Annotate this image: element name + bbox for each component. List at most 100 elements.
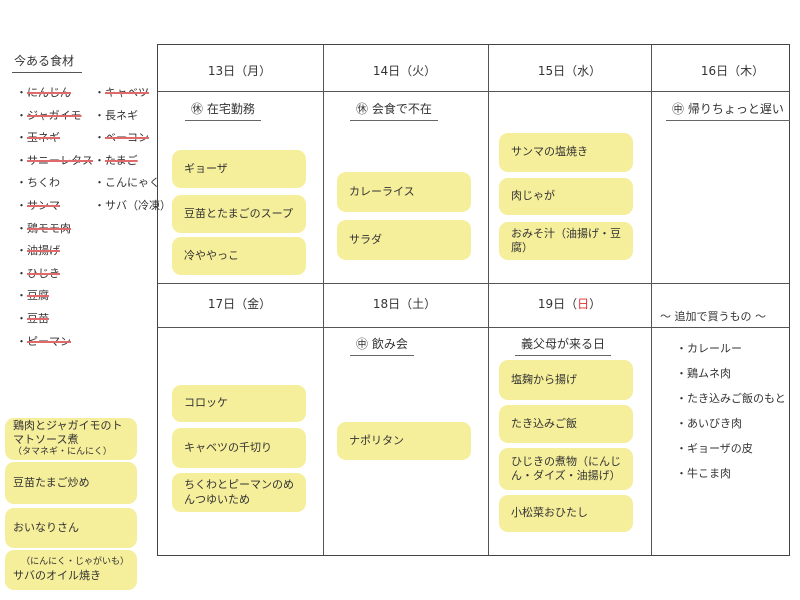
meal-card[interactable]: たき込みご飯: [499, 405, 633, 443]
day-event: ㊡ 会食で不在: [350, 100, 438, 121]
day-label: 18日（土）: [372, 297, 437, 311]
pantry-item-label: サニーレタス: [27, 153, 93, 167]
pantry-item-label: ベーコン: [105, 131, 149, 145]
meal-card[interactable]: ちくわとピーマンのめんつゆいため: [172, 473, 306, 512]
day-event: ㊥ 帰りちょっと遅い: [666, 100, 790, 121]
day-label: 16日（木）: [700, 64, 765, 78]
shopping-item: ・鶏ムネ肉: [676, 367, 731, 380]
meal-card[interactable]: 塩麹から揚げ: [499, 360, 633, 400]
shopping-item-label: 牛こま肉: [687, 467, 731, 480]
meal-text: ひじきの煮物（にんじん・ダイズ・油揚げ）: [511, 454, 621, 482]
meal-text: ちくわとピーマンのめんつゆいため: [184, 478, 294, 506]
shopping-item: ・ギョーザの皮: [676, 442, 753, 455]
meal-text: 鶏肉とジャガイモのトマトソース煮: [13, 418, 123, 447]
meal-text: サバのオイル焼き: [13, 568, 101, 582]
pantry-item: ・豆腐: [16, 289, 49, 303]
shopping-item-label: あいびき肉: [687, 417, 742, 430]
meal-text: 豆苗とたまごのスープ: [184, 206, 294, 220]
pantry-item: ・長ネギ: [94, 108, 138, 122]
meal-card[interactable]: 肉じゃが: [499, 178, 633, 215]
meal-text: 豆苗たまご炒め: [13, 475, 90, 489]
meal-text: ギョーザ: [184, 161, 228, 175]
day-label: 14日（火）: [372, 64, 437, 78]
pantry-item-label: サバ（冷凍）: [105, 199, 171, 212]
meal-card[interactable]: ひじきの煮物（にんじん・ダイズ・油揚げ）: [499, 448, 633, 490]
grid-divider: [651, 45, 652, 555]
pantry-item: ・こんにゃく: [94, 176, 160, 190]
meal-card[interactable]: コロッケ: [172, 385, 306, 422]
pantry-item: ・ちくわ: [16, 176, 60, 190]
pantry-item-label: 豆腐: [27, 289, 49, 303]
spare-meal-card[interactable]: （にんにく・じゃがいも）サバのオイル焼き: [5, 550, 137, 590]
meal-card[interactable]: 冷ややっこ: [172, 237, 306, 275]
shopping-item-label: 鶏ムネ肉: [687, 367, 731, 380]
shopping-item-label: ギョーザの皮: [687, 442, 753, 455]
pantry-item-label: ひじき: [27, 266, 60, 280]
spare-meal-card[interactable]: おいなりさん: [5, 508, 137, 548]
pantry-item: ・油揚げ: [16, 244, 60, 258]
pantry-item: ・鶏モモ肉: [16, 221, 71, 235]
spare-meal-card[interactable]: 豆苗たまご炒め: [5, 462, 137, 504]
meal-text: 小松菜おひたし: [511, 506, 588, 520]
pantry-title: 今ある食材: [12, 52, 83, 73]
shopping-item-label: カレールー: [687, 342, 742, 355]
day-event: ㊡ 在宅勤務: [185, 100, 261, 121]
pantry-item: ・にんじん: [16, 86, 71, 99]
pantry-item-label: にんじん: [27, 86, 71, 99]
meal-text: たき込みご飯: [511, 416, 577, 430]
meal-text: キャベツの千切り: [184, 440, 272, 454]
day-event: ㊥ 飲み会: [350, 335, 414, 356]
pantry-item: ・ジャガイモ: [16, 108, 82, 122]
meal-text: おみそ汁（油揚げ・豆腐）: [511, 226, 621, 254]
pantry-item: ・ひじき: [16, 266, 60, 280]
pantry-item-label: こんにゃく: [105, 176, 160, 190]
pantry-item: ・玉ネギ: [16, 131, 60, 145]
pantry-item: ・ベーコン: [94, 131, 149, 145]
day-header: 18日（土）: [322, 295, 487, 312]
meal-note: （タマネギ・にんにく）: [13, 447, 112, 458]
meal-text: サンマの塩焼き: [511, 145, 588, 159]
day-label: 19日: [537, 297, 566, 311]
pantry-item: ・サニーレタス: [16, 153, 93, 167]
meal-text: 塩麹から揚げ: [511, 372, 577, 386]
grid-divider: [488, 45, 489, 555]
meal-text: 肉じゃが: [511, 189, 555, 203]
pantry-item: ・キャベツ: [94, 86, 149, 99]
pantry-item-label: 豆苗: [27, 312, 49, 325]
meal-text: コロッケ: [184, 396, 228, 410]
day-label: 17日（金）: [207, 297, 272, 311]
meal-card[interactable]: おみそ汁（油揚げ・豆腐）: [499, 222, 633, 260]
spare-meal-card[interactable]: 鶏肉とジャガイモのトマトソース煮（タマネギ・にんにく）: [5, 418, 137, 460]
shopping-item: ・カレールー: [676, 342, 742, 355]
calendar-grid: [157, 44, 790, 556]
meal-card[interactable]: 豆苗とたまごのスープ: [172, 195, 306, 233]
pantry-item: ・ピーマン: [16, 334, 71, 348]
meal-card[interactable]: ギョーザ: [172, 150, 306, 188]
pantry-item-label: 油揚げ: [27, 244, 60, 258]
meal-text: 冷ややっこ: [184, 248, 239, 262]
day-label: 15日（水）: [537, 64, 602, 78]
pantry-item-label: たまご: [105, 153, 138, 167]
meal-card[interactable]: キャベツの千切り: [172, 428, 306, 468]
pantry-item-label: 鶏モモ肉: [27, 221, 71, 235]
shopping-item: ・たき込みご飯のもと: [676, 392, 786, 405]
shopping-item: ・あいびき肉: [676, 417, 742, 430]
meal-card[interactable]: サラダ: [337, 220, 471, 260]
pantry-item: ・豆苗: [16, 312, 49, 325]
meal-card[interactable]: ナポリタン: [337, 422, 471, 460]
day-header: 16日（木）: [650, 62, 800, 79]
day-header: 14日（火）: [322, 62, 487, 79]
pantry-item: ・たまご: [94, 153, 138, 167]
pantry-item-label: 玉ネギ: [27, 131, 60, 145]
pantry-item-label: ピーマン: [27, 334, 71, 348]
day-header: 13日（月）: [157, 62, 322, 79]
meal-card[interactable]: サンマの塩焼き: [499, 133, 633, 172]
meal-card[interactable]: カレーライス: [337, 172, 471, 212]
day-header: 19日（日）: [537, 297, 602, 311]
pantry-item-label: ちくわ: [27, 176, 60, 190]
shopping-item: ・牛こま肉: [676, 467, 731, 480]
meal-card[interactable]: 小松菜おひたし: [499, 495, 633, 532]
day-event: 義父母が来る日: [515, 335, 612, 356]
weekday-label: 日: [577, 297, 590, 311]
pantry-item-label: キャベツ: [105, 86, 149, 99]
